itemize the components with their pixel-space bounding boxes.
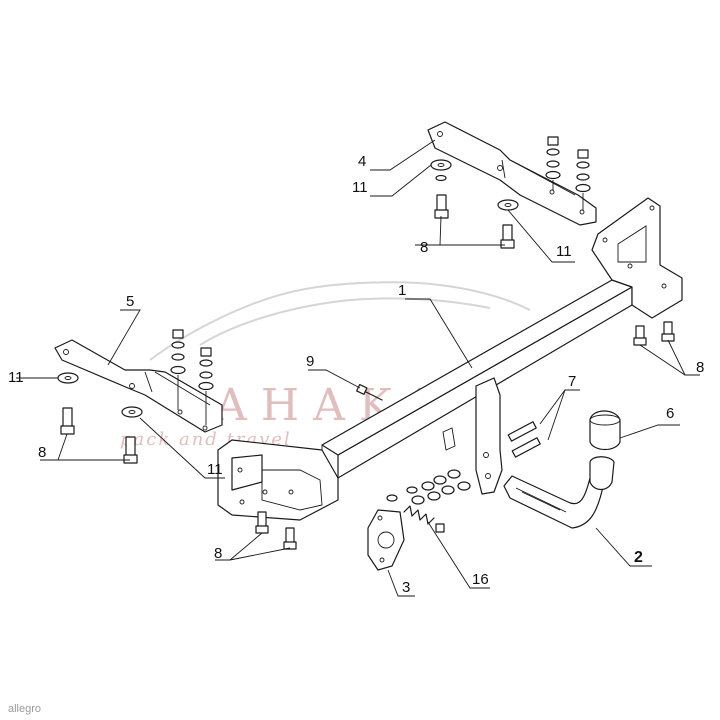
callout-8-top: 8 [420,239,428,256]
socket-plate-3 [367,509,405,571]
watermark-car-outline [149,281,531,361]
bolt-right-b [500,224,515,249]
callout-8-left: 8 [38,444,46,461]
bolt-9 [356,383,383,401]
callout-11-bottom-left: 11 [207,461,223,478]
callout-2: 2 [634,549,643,566]
washer-left-outer [57,372,79,384]
washer-left-inner [121,406,143,418]
bolt-left-b [123,436,138,464]
left-mounting-bracket [54,329,223,464]
callout-11-left: 11 [8,369,24,386]
tow-ball-neck [503,456,615,529]
callout-7: 7 [568,373,576,390]
leader-lines [16,139,700,597]
bolt-left-a [60,407,75,435]
bolt-right-a [434,194,449,219]
nut-stack-left-2 [198,347,214,425]
callout-4: 4 [358,153,366,170]
center-mount-plate [442,377,503,495]
callout-3: 3 [402,579,410,596]
callout-16: 16 [472,571,489,588]
right-mounting-bracket [427,121,597,249]
nut-stack-left-1 [170,329,186,410]
callout-11-top-right: 11 [556,243,572,260]
callout-labels: 1 2 3 4 5 6 7 8 8 8 8 9 11 11 11 11 16 [8,153,704,596]
left-end-plate [217,439,339,521]
callout-9: 9 [306,353,314,370]
right-end-plate [591,197,683,319]
callout-1: 1 [398,282,406,299]
callout-11-top-left: 11 [352,179,368,196]
washer-right-inner [497,199,519,211]
spring-bolt-16 [403,505,445,533]
callout-8-bottom: 8 [214,545,222,562]
callout-8-right: 8 [696,359,704,376]
callout-6: 6 [666,405,674,422]
center-fastener-cluster [386,469,471,505]
bolts-left-end [255,511,297,550]
pins-7 [507,421,541,458]
nut-stack-right-2 [575,149,591,210]
callout-5: 5 [126,293,134,310]
nut-stack-right-1 [545,136,561,190]
tow-ball-cap-6 [589,410,621,451]
bolts-right-end [633,321,675,346]
washer-right-outer [430,159,452,171]
marketplace-stamp: allegro [8,703,41,715]
